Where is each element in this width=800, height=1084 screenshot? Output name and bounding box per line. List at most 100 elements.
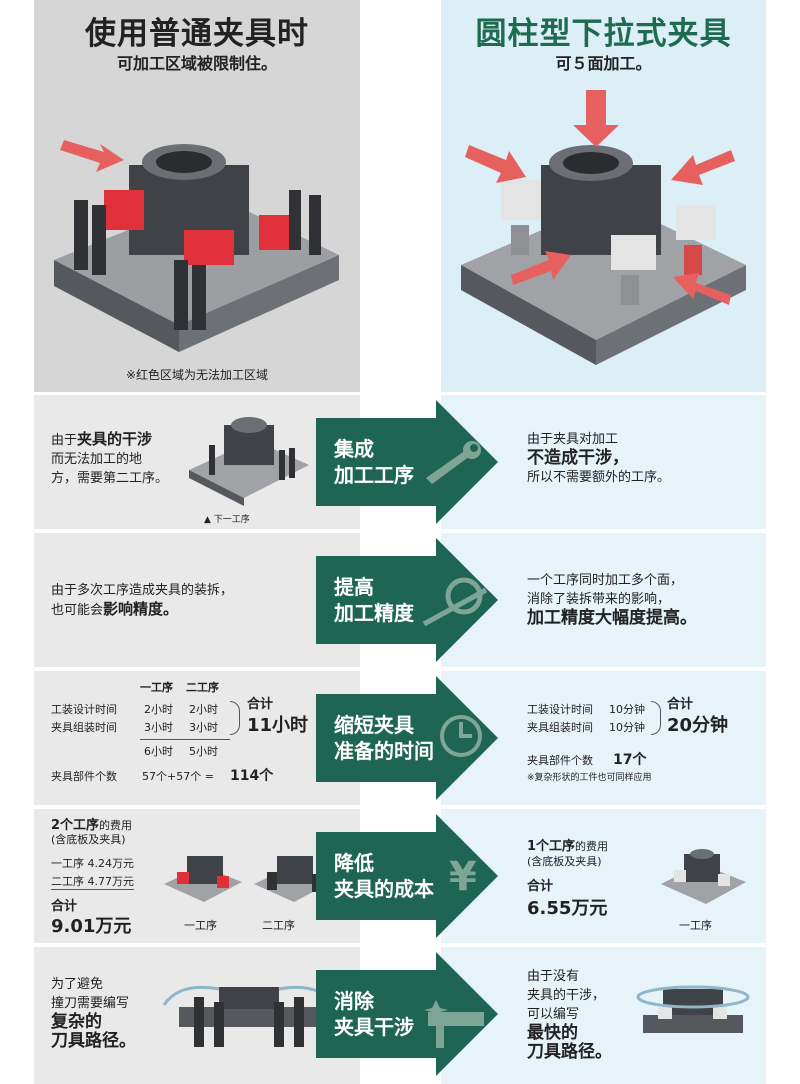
row5-left-line4: 刀具路径。 [51, 1031, 136, 1051]
row2-left-line2a: 也可能会 [51, 603, 104, 618]
row5-left-panel: 为了避免 撞刀需要编写 复杂的 刀具路径。 [34, 947, 360, 1084]
row1-left-line1b: 夹具的干涉 [77, 430, 153, 448]
row1-left-line1a: 由于 [51, 433, 78, 448]
process2-cost: 二工序 4.77万元 [51, 875, 134, 890]
right-cost-includes: (含底板及夹具) [527, 855, 602, 868]
design-time-label-right: 工装设计时间 [527, 703, 593, 716]
single-process-caption: 一工序 [679, 919, 712, 932]
row4-left-panel: 2个工序的费用 (含底板及夹具) 一工序 4.24万元 二工序 4.77万元 合… [34, 809, 360, 943]
row5-right-line1: 由于没有 [527, 969, 580, 984]
sum-p2: 5小时 [189, 745, 218, 758]
design-time-label: 工装设计时间 [51, 703, 117, 716]
right-cost-title: 1个工序的费用 [527, 835, 608, 854]
second-process-fixture-image [189, 417, 309, 506]
row1-arrow-label: 集成 加工工序 [334, 436, 414, 488]
right-cost-total-label: 合计 [527, 879, 554, 894]
right-subtitle: 可５面加工。 [555, 54, 652, 73]
row2-right-line1: 一个工序同时加工多个面， [527, 573, 684, 588]
complex-shape-note: ※复杂形状的工件也可同样应用 [527, 773, 652, 783]
row2-arrow-line2: 加工精度 [334, 601, 414, 625]
row1-right-line2: 不造成干涉， [527, 448, 629, 468]
row5-left-text: 为了避免 撞刀需要编写 复杂的 刀具路径。 [51, 975, 136, 1051]
left-cost-title-b: 的费用 [99, 819, 133, 832]
total-bracket-right [651, 701, 661, 735]
red-area-note: ※红色区域为无法加工区域 [125, 368, 269, 382]
right-parts-count: 17个 [613, 752, 647, 768]
next-process-caption: ▲ 下一工序 [204, 515, 250, 525]
row5-right-line3: 可以编写 [527, 1007, 580, 1022]
assembly-time-value-right: 10分钟 [609, 721, 645, 734]
design-time-p2: 2小时 [189, 703, 218, 716]
row2-arrow-line1: 提高 [334, 575, 374, 599]
assembly-time-p1: 3小时 [144, 721, 173, 734]
left-total-time: 11小时 [247, 715, 309, 736]
row3-arrow-line1: 缩短夹具 [334, 713, 414, 737]
design-time-p1: 2小时 [144, 703, 173, 716]
row5-arrow-line2: 夹具干涉 [334, 1015, 414, 1039]
left-parts-total: 114个 [230, 768, 274, 784]
sum-p1: 6小时 [144, 745, 173, 758]
left-cost-title: 2个工序的费用 [51, 814, 132, 833]
right-cost-total: 6.55万元 [527, 898, 608, 919]
row1-right-line1: 由于夹具对加工 [527, 432, 619, 447]
row5-arrow-line1: 消除 [334, 989, 374, 1013]
row4-arrow-label: 降低 夹具的成本 [334, 850, 434, 902]
left-cost-includes: (含底板及夹具) [51, 833, 126, 846]
row3-arrow-line2: 准备的时间 [334, 739, 434, 763]
row4-arrow-line1: 降低 [334, 851, 374, 875]
cylinder-clamp-illustration [461, 90, 746, 365]
total-bracket [230, 701, 240, 735]
left-header-panel: 使用普通夹具时 可加工区域被限制住。 ※红色区域为无法加工区域 [34, 0, 360, 392]
two-process-fixtures-image [164, 856, 332, 902]
row1-right-panel: 由于夹具对加工 不造成干涉， 所以不需要额外的工序。 [441, 395, 766, 529]
process1-header: 一工序 [140, 681, 173, 694]
design-time-value-right: 10分钟 [609, 703, 645, 716]
complex-toolpath-image [162, 985, 336, 1047]
row3-left-panel: 一工序 二工序 工装设计时间 2小时 2小时 夹具组装时间 3小时 3小时 6小… [34, 671, 360, 805]
row2-right-text: 一个工序同时加工多个面， 消除了装拆带来的影响， 加工精度大幅度提高。 [527, 571, 697, 628]
row2-arrow [316, 538, 498, 662]
right-cost-title-a: 1个工序 [527, 839, 576, 854]
process1-caption: 一工序 [184, 919, 217, 932]
row1-right-text: 由于夹具对加工 不造成干涉， 所以不需要额外的工序。 [527, 430, 670, 487]
process1-cost: 一工序 4.24万元 [51, 857, 134, 870]
row4-arrow: ¥ [316, 814, 498, 938]
row5-right-line2: 夹具的干涉， [527, 988, 606, 1003]
row3-arrow [316, 676, 498, 800]
row1-arrow-line2: 加工工序 [334, 463, 414, 487]
left-cost-total-label: 合计 [51, 899, 78, 914]
left-parts-expr: 57个+57个 = [142, 770, 214, 783]
yen-icon: ¥ [449, 854, 477, 900]
left-subtitle: 可加工区域被限制住。 [116, 54, 277, 73]
sum-line [140, 739, 230, 740]
row1-left-panel: 由于夹具的干涉 而无法加工的地 方，需要第二工序。 ▲ 下一工序 [34, 395, 360, 529]
process2-header: 二工序 [186, 681, 219, 694]
right-header-panel: 圆柱型下拉式夹具 可５面加工。 [441, 0, 766, 392]
right-cost-title-b: 的费用 [575, 840, 609, 853]
process2-caption: 二工序 [262, 919, 295, 932]
wrench-icon [426, 441, 481, 484]
row1-left-line2: 而无法加工的地 [51, 452, 143, 467]
right-total-label: 合计 [667, 697, 694, 712]
row2-right-line2: 消除了装拆带来的影响， [527, 592, 671, 607]
row2-right-line3: 加工精度大幅度提高。 [527, 608, 697, 628]
caliper-icon [422, 577, 488, 627]
row5-arrow-label: 消除 夹具干涉 [334, 988, 414, 1040]
row5-left-line2: 撞刀需要编写 [51, 996, 130, 1011]
right-parts-label: 夹具部件个数 [527, 754, 593, 767]
row5-right-line5: 刀具路径。 [527, 1042, 612, 1062]
row2-left-text: 由于多次工序造成夹具的装拆， 也可能会影响精度。 [51, 581, 233, 620]
fast-toolpath-image [636, 985, 750, 1033]
toolpath-spark-icon [424, 1000, 484, 1048]
row2-left-line2b: 影响精度。 [103, 600, 179, 618]
row1-right-line3: 所以不需要额外的工序。 [527, 470, 671, 485]
row2-left-line1: 由于多次工序造成夹具的装拆， [51, 583, 234, 598]
row1-arrow-line1: 集成 [334, 437, 374, 461]
row1-left-line3: 方，需要第二工序。 [51, 471, 169, 486]
row5-right-line4: 最快的 [527, 1023, 578, 1043]
row1-left-text: 由于夹具的干涉 而无法加工的地 方，需要第二工序。 [51, 430, 168, 488]
row5-left-line3: 复杂的 [51, 1012, 102, 1032]
clock-icon [440, 715, 482, 757]
assembly-time-label: 夹具组装时间 [51, 721, 117, 734]
row2-arrow-label: 提高 加工精度 [334, 574, 414, 626]
